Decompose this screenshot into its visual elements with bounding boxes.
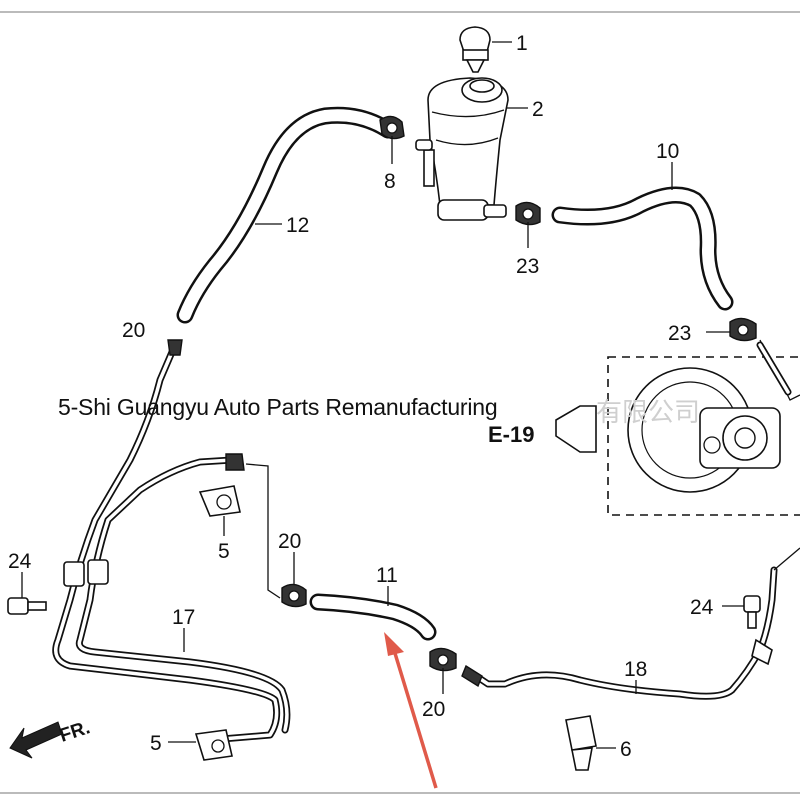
pipe-18 <box>461 547 800 700</box>
callout-24-right: 24 <box>690 596 714 619</box>
faint-watermark-text: 有限公司 <box>596 398 701 428</box>
clamp-20-lower-part <box>429 647 457 672</box>
callout-2: 2 <box>532 98 544 121</box>
clamp-23-lower-part <box>729 317 757 342</box>
callout-17: 17 <box>172 606 195 629</box>
clip-5-lower-part <box>194 729 233 761</box>
reference-callout: E-19 <box>488 405 597 453</box>
clamp-23-upper-part <box>515 201 541 226</box>
pipe-17 <box>52 339 291 744</box>
reservoir-tank-part <box>415 77 509 221</box>
hose-10 <box>551 186 734 311</box>
callout-8: 8 <box>384 170 396 193</box>
callout-20-middle: 20 <box>278 530 301 553</box>
reference-code: E-19 <box>488 422 534 447</box>
clamp-20-upper-part <box>281 583 307 608</box>
red-pointer-arrow <box>384 632 438 789</box>
callout-23-lower: 23 <box>668 322 691 345</box>
callout-10: 10 <box>656 140 679 163</box>
callout-12: 12 <box>286 214 309 237</box>
callout-5-upper: 5 <box>218 540 230 563</box>
bolt-24-right-part <box>743 595 761 629</box>
reservoir-cap-part <box>459 26 491 73</box>
clip-5-upper-part <box>198 485 241 517</box>
leader-lines <box>21 41 744 749</box>
callout-6: 6 <box>620 738 632 761</box>
front-direction-label: FR. <box>57 717 93 746</box>
callout-1: 1 <box>516 32 528 55</box>
hose-11 <box>309 593 437 641</box>
callout-20-lower: 20 <box>422 698 445 721</box>
pipe-connector-line <box>245 463 281 599</box>
callout-23-upper: 23 <box>516 255 539 278</box>
bolt-24-left-part <box>7 597 47 615</box>
clamp-8-part <box>379 115 405 140</box>
callout-18: 18 <box>624 658 647 681</box>
power-steering-pump <box>607 339 800 516</box>
callout-5-lower: 5 <box>150 732 162 755</box>
callout-20-upper-left: 20 <box>122 319 145 342</box>
watermark-text: 5-Shi Guangyu Auto Parts Remanufacturing <box>58 394 498 420</box>
hose-12 <box>176 106 397 324</box>
callout-24-left: 24 <box>8 550 32 573</box>
front-direction-arrow: FR. <box>9 717 93 759</box>
callout-11: 11 <box>376 564 398 587</box>
clip-6-part <box>565 715 597 771</box>
